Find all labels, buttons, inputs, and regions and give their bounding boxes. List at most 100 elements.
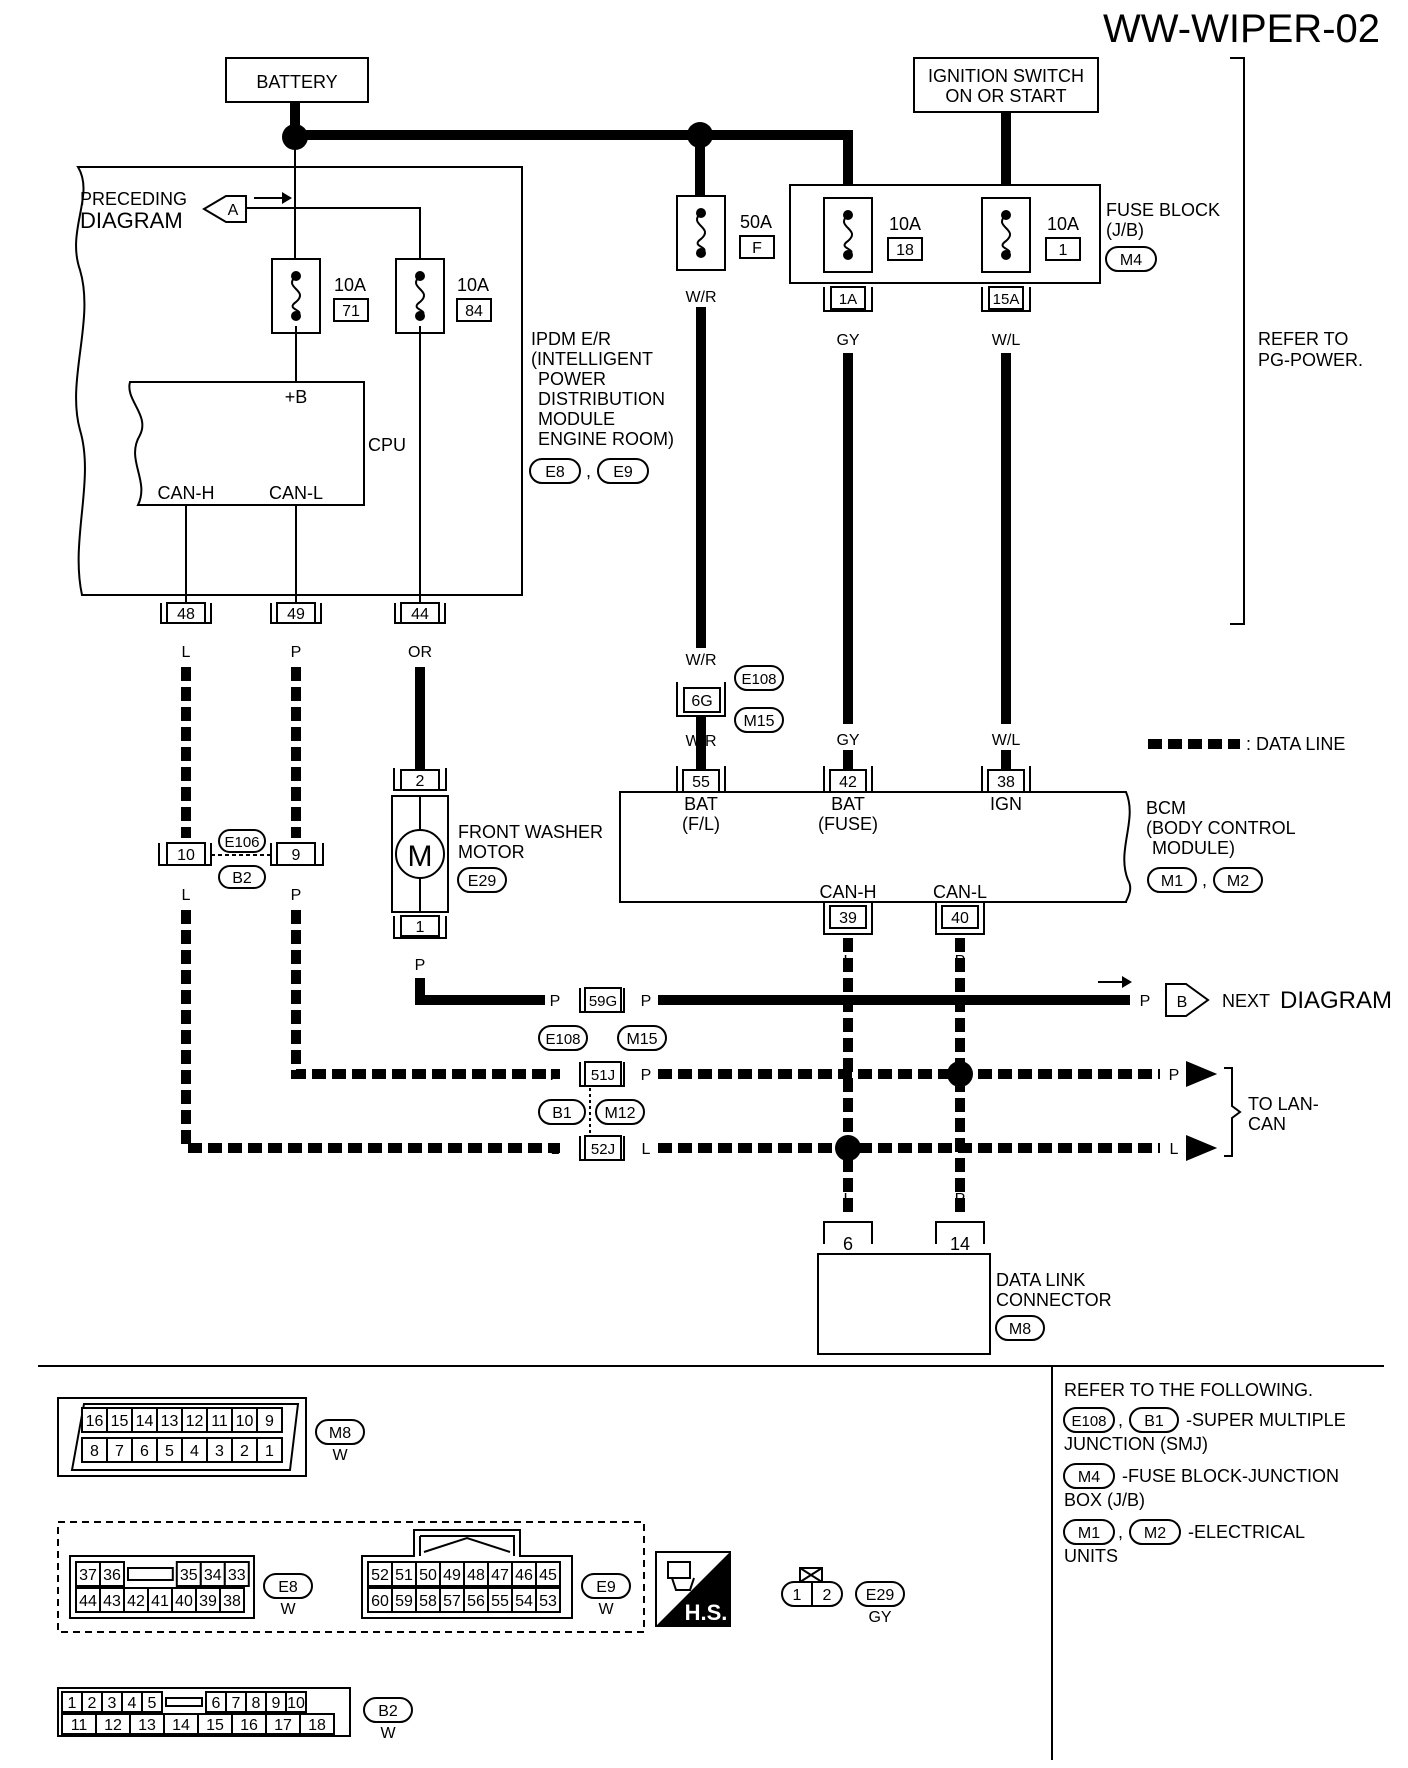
terminal-52j-box: [584, 1135, 622, 1161]
bcm-line3: MODULE): [1152, 838, 1235, 858]
next-text: NEXT: [1222, 991, 1270, 1011]
cpu-label: CPU: [368, 435, 406, 455]
connector-pin-cell: [511, 1561, 537, 1587]
e29-label: E29: [866, 1587, 895, 1604]
connector-pin-cell: [99, 1561, 125, 1587]
fuse-50a: [676, 195, 726, 271]
ipdm-label: IPDM E/R (INTELLIGENT POWER DISTRIBUTION…: [531, 329, 674, 449]
fuse-71-amp: 10A: [334, 275, 366, 295]
battery-label: BATTERY: [256, 72, 337, 92]
can-h-lower-line: [181, 910, 560, 1153]
lan-p-arrow: [1186, 1061, 1218, 1087]
wire-color-gy-1: GY: [836, 332, 859, 349]
dlc-pin6: 6: [843, 1234, 853, 1254]
connector-pin-number: 5: [165, 1443, 174, 1460]
connector-pin-cell: [415, 1587, 441, 1613]
preceding-line1: PRECEDING: [80, 189, 187, 209]
connector-pin-number: 8: [252, 1695, 261, 1712]
fuse-1-num: 1: [1059, 242, 1068, 259]
connector-pin-number: 7: [115, 1443, 124, 1460]
battery-splice: [282, 124, 308, 150]
connector-pin-cell: [81, 1437, 108, 1463]
to-lan-2: CAN: [1248, 1114, 1286, 1134]
connector-pin-number: 9: [265, 1413, 274, 1430]
fuse-84-num: 84: [465, 303, 483, 320]
connector-pin-number: 40: [175, 1593, 193, 1610]
connector-pin-number: 5: [148, 1695, 157, 1712]
wire-color-wr-1: W/R: [685, 289, 716, 306]
bcm-can-l-color: P: [955, 953, 966, 970]
connector-key-slot: [127, 1567, 174, 1581]
terminal-15a: 15A: [993, 291, 1020, 308]
connector-pin-number: 55: [491, 1593, 509, 1610]
connector-pin-number: 59: [395, 1593, 413, 1610]
conn-e29: E29: [468, 873, 497, 890]
connector-pin-number: 52: [371, 1567, 389, 1584]
connector-pin-number: 10: [287, 1695, 305, 1712]
connector-pin-cell: [99, 1587, 125, 1613]
conn-m8-oval: [995, 1315, 1045, 1341]
conn-b1: B1: [552, 1105, 572, 1122]
b2-color: W: [380, 1725, 396, 1742]
lan-brace: [1224, 1067, 1242, 1157]
e29-pin-1: 1: [793, 1587, 802, 1604]
washer-pin-bot: 1: [416, 919, 425, 936]
connector-pin-cell: [256, 1437, 283, 1463]
connector-view-e29: 1 2 E29 GY: [781, 1567, 905, 1626]
connector-pin-number: 13: [161, 1413, 179, 1430]
connector-pin-number: 15: [111, 1413, 129, 1430]
ref-fb: -FUSE BLOCK-JUNCTION: [1122, 1466, 1339, 1486]
data-line-legend: : DATA LINE: [1246, 734, 1345, 754]
preceding-line2: DIAGRAM: [80, 208, 183, 233]
fuse-71: [271, 258, 321, 334]
bcm-line2: (BODY CONTROL: [1146, 818, 1296, 838]
bcm-bat-fl-1: BAT: [684, 794, 718, 814]
connector-pin-number: 57: [443, 1593, 461, 1610]
ref-fb2: BOX (J/B): [1064, 1490, 1145, 1510]
dlc-box: [817, 1253, 991, 1355]
ipdm-conn2-oval: [597, 458, 649, 484]
terminal-52j: 52J: [591, 1141, 615, 1158]
terminal-1a-box: [830, 286, 866, 310]
cpu-can-l: CAN-L: [269, 483, 323, 503]
connector-pin-number: 8: [90, 1443, 99, 1460]
dlc-line1: DATA LINK: [996, 1270, 1085, 1290]
connector-pin-number: 17: [274, 1717, 292, 1734]
connector-pin-number: 14: [136, 1413, 154, 1430]
connector-pin-cell: [106, 1437, 133, 1463]
washer-label-1: FRONT WASHER: [458, 822, 603, 842]
terminal-59g: 59G: [589, 993, 617, 1010]
wire-color-p-washer: P: [415, 957, 426, 974]
washer-pin1-bracket: [393, 916, 447, 939]
conn-m15-oval-2: [617, 1025, 667, 1051]
conn-m2: M2: [1227, 873, 1249, 890]
next-diagram: DIAGRAM: [1280, 987, 1392, 1014]
bcm-box: [619, 791, 1132, 903]
terminal-59g-box: [584, 987, 622, 1013]
fuse-1-numbox: [1045, 237, 1081, 261]
connector-pin-number: 42: [127, 1593, 145, 1610]
ipdm-line5: ENGINE ROOM): [538, 429, 674, 449]
e29-label-oval: [855, 1581, 905, 1607]
connector-pin-number: 37: [79, 1567, 97, 1584]
ref-m2: M2: [1144, 1525, 1166, 1542]
next-marker: [1165, 983, 1210, 1017]
59g-p-right: P: [641, 993, 652, 1010]
terminal-9: 9: [292, 847, 301, 864]
connector-pin-cell: [156, 1437, 183, 1463]
bcm-bat-fuse-1: BAT: [831, 794, 865, 814]
hs-label: H.S.: [685, 1600, 728, 1625]
ref-m1-oval: [1063, 1519, 1115, 1545]
dlc-l-color: L: [844, 1191, 853, 1208]
b2-label: B2: [378, 1703, 398, 1720]
washer-pin1-box: [400, 915, 440, 937]
conn-m15-2: M15: [626, 1031, 657, 1048]
connector-pin-number: 38: [223, 1593, 241, 1610]
connector-pin-cell: [141, 1691, 163, 1713]
ipdm-boundary: [75, 166, 523, 596]
